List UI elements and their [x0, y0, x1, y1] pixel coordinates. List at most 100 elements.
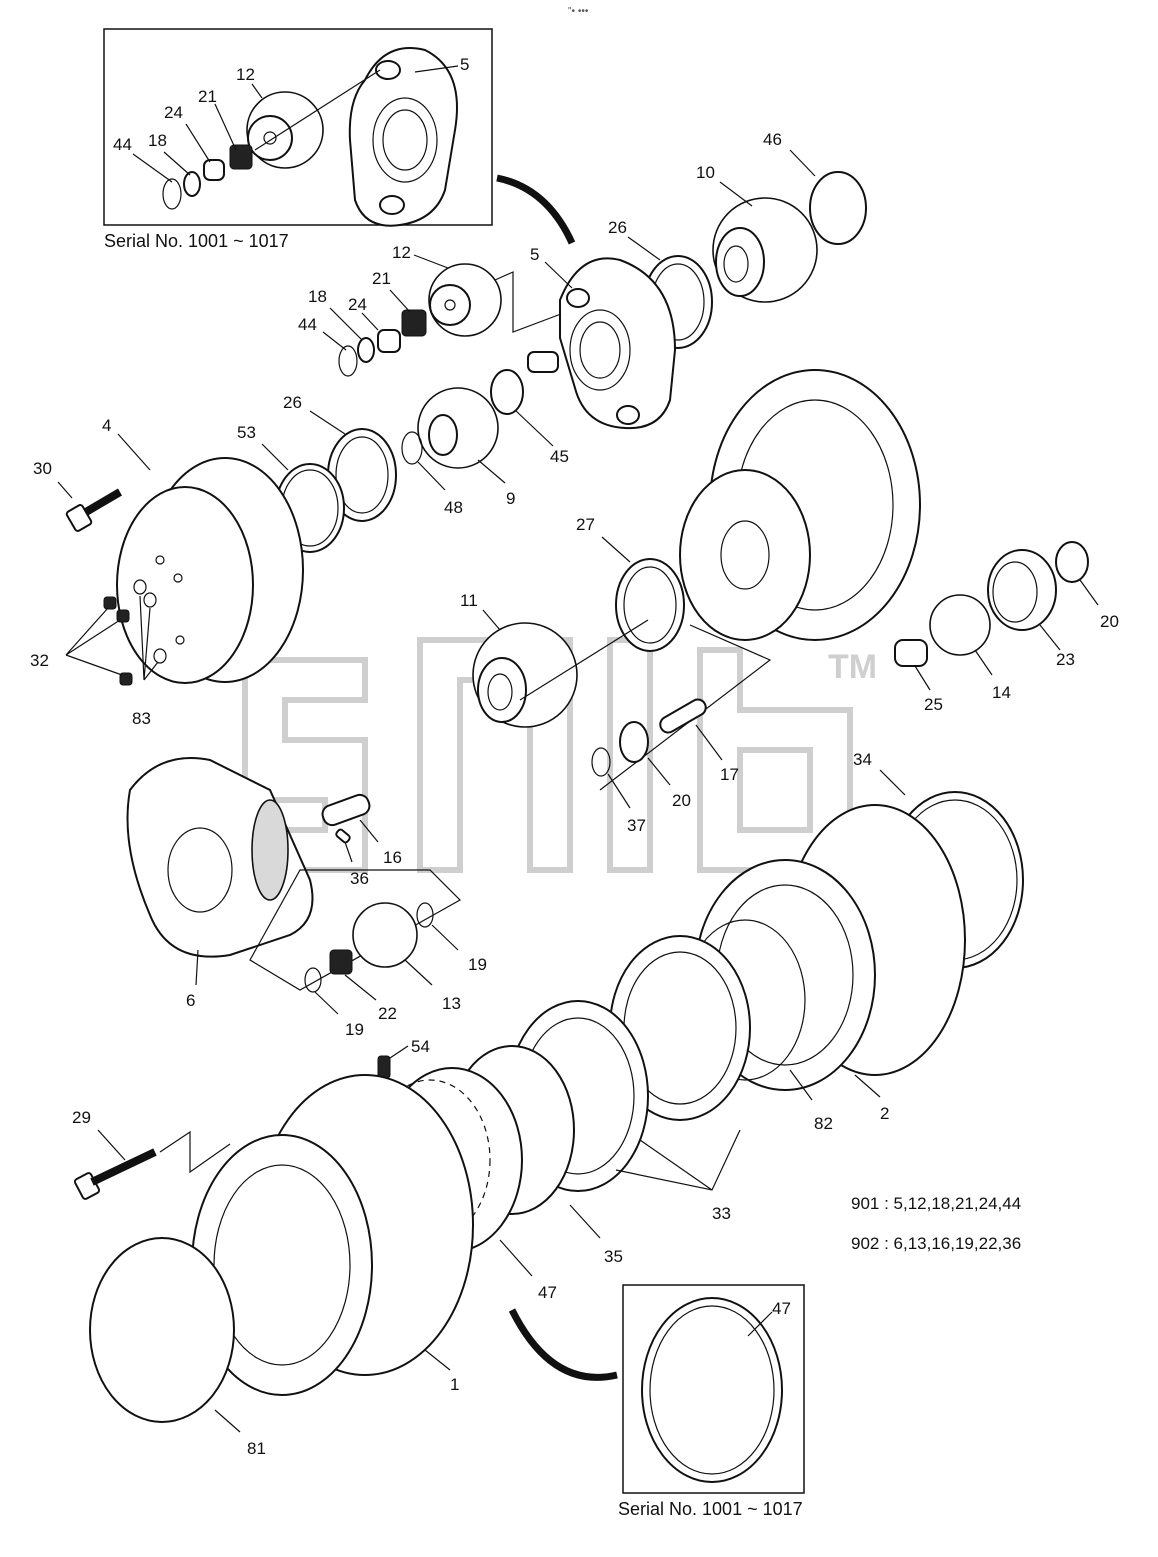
part-25-pin	[894, 639, 928, 667]
part-22-needle-bearing	[329, 949, 353, 975]
part-46-snapring	[809, 171, 867, 245]
callout-6: 6	[186, 991, 195, 1010]
callout-32: 32	[30, 651, 49, 670]
part-45-snapring	[490, 369, 524, 415]
part-44-snapring-inset	[162, 178, 182, 210]
callout-10: 10	[696, 163, 715, 182]
inset-top-callout-18: 18	[148, 131, 167, 150]
callout-34: 34	[853, 750, 872, 769]
callout-1: 1	[450, 1375, 459, 1394]
callout-27: 27	[576, 515, 595, 534]
callout-26-mid: 26	[283, 393, 302, 412]
inset-top-callout-21: 21	[198, 87, 217, 106]
callout-30: 30	[33, 459, 52, 478]
callout-46: 46	[763, 130, 782, 149]
callout-24: 24	[348, 295, 367, 314]
part-12-planet-gear	[428, 263, 502, 337]
callout-35: 35	[604, 1247, 623, 1266]
part-54-setscrew	[377, 1055, 391, 1079]
callout-33: 33	[712, 1204, 731, 1223]
inset-bottom-serial: Serial No. 1001 ~ 1017	[618, 1499, 803, 1519]
inset-top-pointer	[496, 174, 576, 245]
part-47-ring-inset	[641, 1297, 783, 1483]
part-81-oring	[89, 1237, 235, 1423]
part-10-sun-gear	[712, 197, 818, 303]
part-21-needle-bearing	[401, 309, 427, 337]
inset-bottom-callout-47: 47	[772, 1299, 791, 1318]
part-4-cover	[116, 457, 304, 684]
part-36-pin	[335, 828, 351, 844]
kit-legend: 901 : 5,12,18,21,24,44 902 : 6,13,16,19,…	[851, 1194, 1021, 1253]
callout-5: 5	[530, 245, 539, 264]
inset-bottom-frame	[622, 1284, 805, 1494]
callout-22: 22	[378, 1004, 397, 1023]
callout-37: 37	[627, 816, 646, 835]
part-23-needle-bearing	[987, 549, 1057, 631]
part-83-oring-b	[143, 592, 157, 608]
part-21-needle-inset	[229, 144, 253, 170]
part-16-shaft	[321, 793, 371, 827]
callout-17: 17	[720, 765, 739, 784]
legend-901: 901 : 5,12,18,21,24,44	[851, 1194, 1021, 1213]
part-18-washer-inset	[183, 171, 201, 197]
inset-top-callout-5: 5	[460, 55, 469, 74]
part-83-oring-c	[153, 648, 167, 664]
callout-14: 14	[992, 683, 1011, 702]
inset-top: 5 12 21 24 18 44 Serial No. 1001 ~ 1017	[103, 28, 493, 251]
callout-54: 54	[411, 1037, 430, 1056]
callout-9: 9	[506, 489, 515, 508]
callout-26-upper: 26	[608, 218, 627, 237]
inset-bottom-pointer	[508, 1308, 618, 1381]
part-32-plug-c	[119, 672, 133, 686]
callout-53: 53	[237, 423, 256, 442]
part-14-gear	[929, 594, 991, 656]
inset-top-serial: Serial No. 1001 ~ 1017	[104, 231, 289, 251]
callout-44: 44	[298, 315, 317, 334]
callout-29: 29	[72, 1108, 91, 1127]
part-83-oring-a	[133, 579, 147, 595]
part-19-washer-lower	[304, 967, 322, 993]
inset-top-callout-44: 44	[113, 135, 132, 154]
callout-23: 23	[1056, 650, 1075, 669]
callout-11: 11	[460, 591, 478, 610]
part-5-carrier-inset	[348, 47, 458, 227]
part-30-bolt	[65, 488, 123, 532]
part-44-snapring	[338, 345, 358, 377]
callout-19-lower: 19	[345, 1020, 364, 1039]
callout-36: 36	[350, 869, 369, 888]
part-5-carrier	[527, 257, 677, 430]
part-24-bushing	[377, 329, 401, 353]
callout-12: 12	[392, 243, 411, 262]
inset-top-frame	[103, 28, 493, 226]
part-29-bolt	[73, 1148, 157, 1200]
callout-21: 21	[372, 269, 391, 288]
part-48-snapring	[401, 431, 423, 465]
part-12-gear-inset	[246, 91, 324, 169]
inset-top-callout-12: 12	[236, 65, 255, 84]
callout-48: 48	[444, 498, 463, 517]
part-17-pin	[659, 698, 707, 734]
callout-82: 82	[814, 1114, 833, 1133]
top-mark: "• •••	[568, 6, 589, 17]
callout-45: 45	[550, 447, 569, 466]
part-11-gear	[472, 622, 578, 728]
callout-16: 16	[383, 848, 402, 867]
part-20-washer-right	[1055, 541, 1089, 583]
callout-13: 13	[442, 994, 461, 1013]
part-9-gear	[417, 387, 499, 469]
part-20-washer-mid	[619, 721, 649, 763]
part-18-washer	[357, 337, 375, 363]
part-24-bushing-inset	[203, 159, 225, 181]
callout-2: 2	[880, 1104, 889, 1123]
callout-81: 81	[247, 1439, 266, 1458]
legend-902: 902 : 6,13,16,19,22,36	[851, 1234, 1021, 1253]
inset-top-callout-24: 24	[164, 103, 183, 122]
inset-bottom: 47 Serial No. 1001 ~ 1017	[618, 1284, 805, 1519]
part-32-plug-b	[116, 609, 130, 623]
part-27-ring	[615, 558, 685, 652]
part-19-washer-upper	[416, 902, 434, 928]
callout-4: 4	[102, 416, 111, 435]
watermark-tm: TM	[828, 648, 877, 686]
part-6-carrier	[126, 757, 314, 958]
callouts: 46 10 26 5 12 21 18 24 44 45 9 48 26 53 …	[30, 130, 1119, 1458]
